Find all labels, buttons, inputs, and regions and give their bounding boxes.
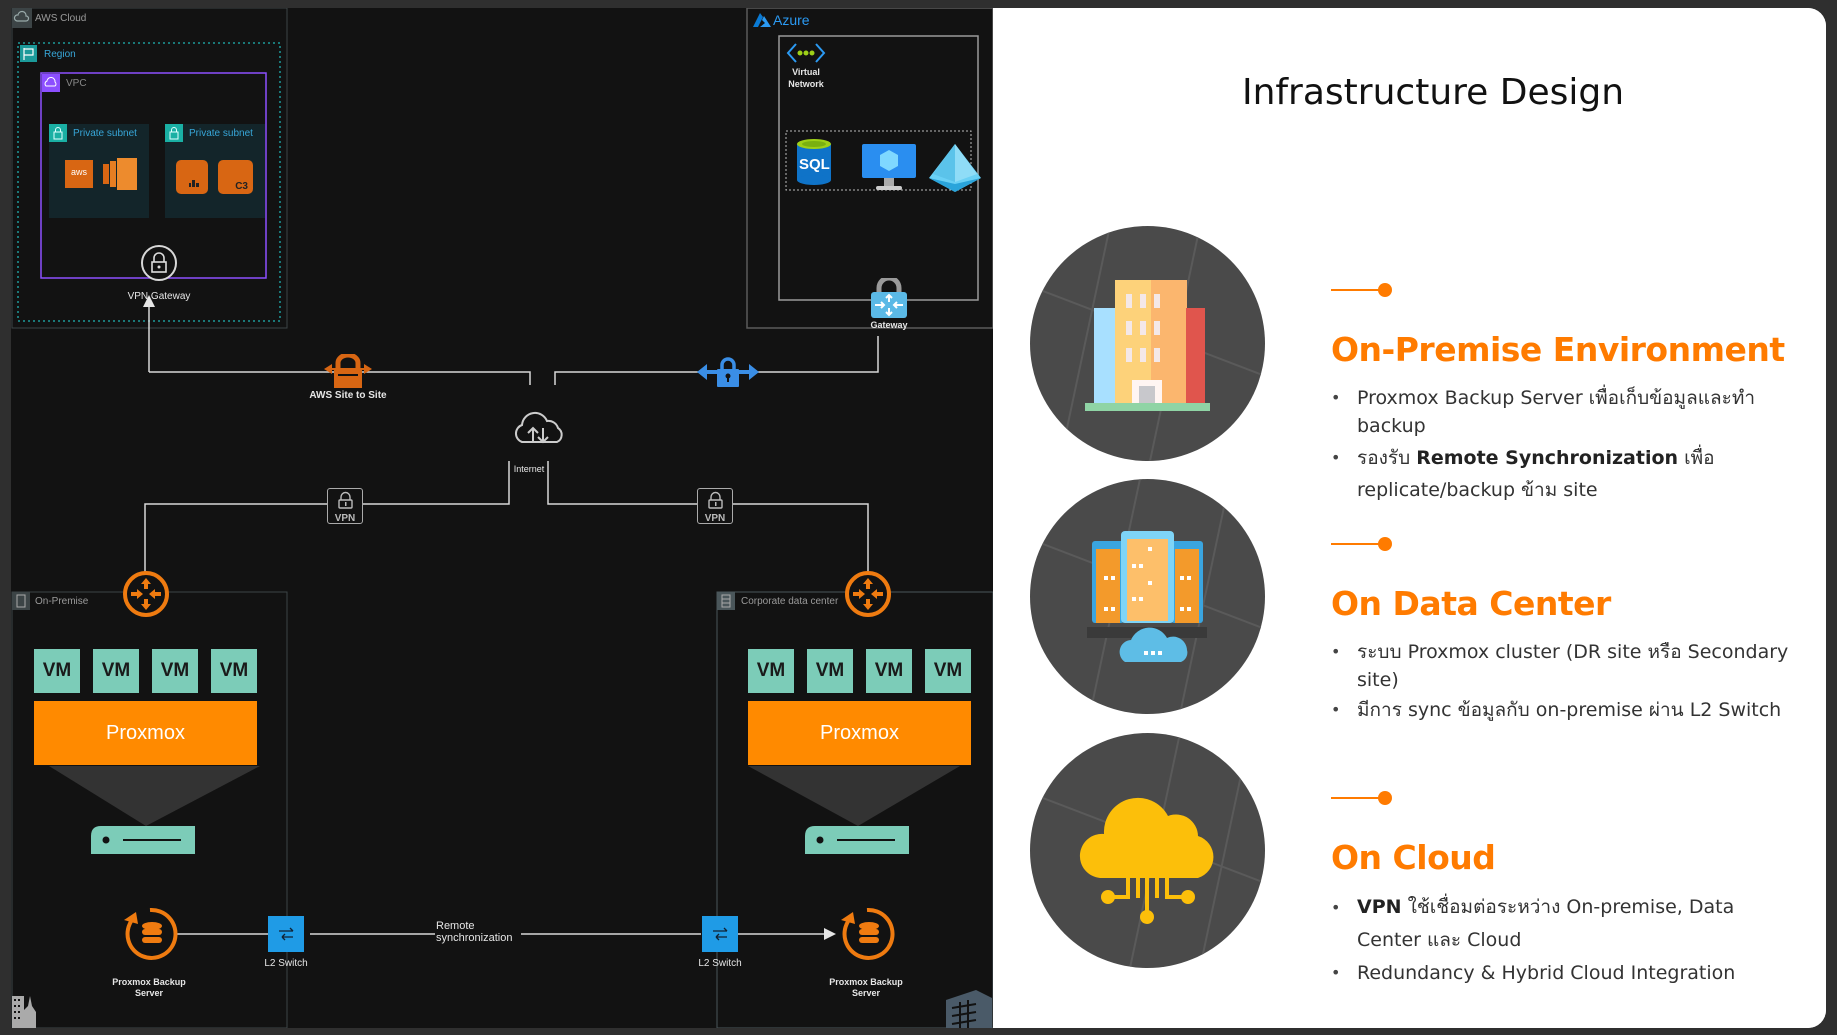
vm-box[interactable]: VM: [748, 649, 794, 693]
private-subnet-label: Private subnet: [189, 128, 253, 139]
region-label: Region: [44, 49, 76, 60]
datacenter-building-icon: [936, 990, 992, 1028]
datacenter-icon: [717, 592, 735, 610]
proxmox-funnel-right: [748, 766, 960, 826]
l2-switch-right-icon[interactable]: [702, 916, 738, 952]
vm-box[interactable]: VM: [152, 649, 198, 693]
ec2-instances-icon: [103, 158, 137, 195]
aws-cloud-icon: [12, 8, 32, 28]
azure-label: Azure: [773, 12, 810, 28]
router-left-icon[interactable]: [123, 571, 169, 617]
vpn-left-icon[interactable]: VPN: [327, 488, 363, 524]
section-accent-line: [1331, 543, 1381, 545]
vpc-label: VPC: [66, 78, 87, 89]
section-icon-circle: [1030, 226, 1265, 461]
vm-box[interactable]: VM: [807, 649, 853, 693]
city-buildings-icon: [12, 996, 38, 1028]
backup-server-right-label: Proxmox Backup Server: [829, 977, 903, 998]
section-bullets: VPN ใช้เชื่อมต่อระหว่าง On-premise, Data…: [1331, 891, 1791, 989]
backup-server-left-label: Proxmox Backup Server: [112, 977, 186, 998]
section-accent-line: [1331, 289, 1381, 291]
section-title: On Data Center: [1331, 584, 1611, 623]
azure-vpn-gateway-icon[interactable]: [868, 275, 910, 325]
aws-logo-icon: aws: [65, 160, 93, 188]
backup-server-left-icon[interactable]: [122, 906, 178, 967]
l2-switch-right-label: L2 Switch: [698, 958, 742, 969]
page-title: Infrastructure Design: [1241, 72, 1625, 113]
subnet-lock-icon: [49, 124, 67, 142]
azure-logo-icon: [752, 12, 772, 33]
section-title: On Cloud: [1331, 838, 1496, 877]
bullet-item: ระบบ Proxmox cluster (DR site หรือ Secon…: [1331, 638, 1801, 694]
vpn-gateway-label: VPN Gateway: [127, 291, 191, 302]
internet-label: Internet: [513, 464, 545, 474]
section-icon-circle: [1030, 479, 1265, 714]
vm-box[interactable]: VM: [211, 649, 257, 693]
vm-box[interactable]: VM: [925, 649, 971, 693]
on-premise-label: On-Premise: [35, 596, 89, 607]
virtual-machine-icon: [862, 144, 918, 199]
sync-label: Remote synchronization: [436, 920, 513, 944]
server-cloud-icon: [1030, 479, 1265, 714]
azure-group: [746, 8, 993, 329]
bullet-item: มีการ sync ข้อมูลกับ on-premise ผ่าน L2 …: [1331, 696, 1801, 724]
slide: AWS Cloud Region VPC Private subnet Priv…: [11, 8, 1826, 1028]
physical-server-icon: [91, 826, 195, 859]
vpc-icon: [42, 74, 60, 92]
router-right-icon[interactable]: [845, 571, 891, 617]
section-title: On-Premise Environment: [1331, 330, 1785, 369]
section-accent-dot: [1378, 791, 1392, 805]
office-building-icon: [1030, 226, 1265, 461]
section-accent-line: [1331, 797, 1381, 799]
azure-active-directory-icon: [927, 144, 983, 199]
bullet-item: รองรับ Remote Synchronization เพื่อ repl…: [1331, 442, 1791, 506]
proxmox-host[interactable]: Proxmox: [34, 701, 257, 765]
aws-site-to-site-line: [149, 371, 531, 385]
region-flag-icon: [20, 45, 37, 62]
architecture-diagram: AWS Cloud Region VPC Private subnet Priv…: [11, 8, 993, 1028]
bullet-item: Redundancy & Hybrid Cloud Integration: [1331, 959, 1791, 987]
vm-box[interactable]: VM: [34, 649, 80, 693]
sql-database-icon: SQL: [795, 138, 833, 191]
backup-server-right-icon[interactable]: [839, 906, 895, 967]
physical-server-icon: [805, 826, 909, 859]
subnet-lock-icon: [165, 124, 183, 142]
proxmox-host[interactable]: Proxmox: [748, 701, 971, 765]
aws-cloud-label: AWS Cloud: [35, 13, 87, 24]
info-panel: Infrastructure Design On-Premise Environ…: [993, 8, 1826, 1028]
l2-switch-left-label: L2 Switch: [264, 958, 308, 969]
datacenter-label: Corporate data center: [741, 596, 839, 607]
virtual-network-icon: [786, 42, 826, 69]
vpn-right-icon[interactable]: VPN: [697, 488, 733, 524]
section-bullets: ระบบ Proxmox cluster (DR site หรือ Secon…: [1331, 638, 1801, 726]
bullet-item: VPN ใช้เชื่อมต่อระหว่าง On-premise, Data…: [1331, 891, 1791, 957]
cloud-network-icon: [1030, 733, 1265, 968]
internet-cloud-icon[interactable]: [510, 410, 568, 451]
aws-site-to-site-icon[interactable]: [324, 352, 372, 395]
diagram-connectors: [11, 8, 993, 1028]
vpn-gateway-icon[interactable]: [141, 245, 177, 281]
bullet-item: Proxmox Backup Server เพื่อเก็บข้อมูลและ…: [1331, 384, 1791, 440]
azure-site-to-site-icon[interactable]: [697, 356, 759, 393]
section-accent-dot: [1378, 283, 1392, 297]
vm-box[interactable]: VM: [93, 649, 139, 693]
section-bullets: Proxmox Backup Server เพื่อเก็บข้อมูลและ…: [1331, 384, 1791, 508]
cloudwatch-icon: [176, 160, 208, 194]
virtual-network-label: Virtual Network: [788, 67, 824, 89]
c3-instance-icon: C3: [218, 160, 253, 194]
vm-box[interactable]: VM: [866, 649, 912, 693]
azure-gateway-label: Gateway: [870, 320, 908, 330]
aws-site-to-site-label: AWS Site to Site: [309, 390, 387, 401]
private-subnet-label: Private subnet: [73, 128, 137, 139]
section-icon-circle: [1030, 733, 1265, 968]
section-accent-dot: [1378, 537, 1392, 551]
l2-switch-left-icon[interactable]: [268, 916, 304, 952]
proxmox-funnel-left: [49, 766, 260, 826]
on-premise-icon: [12, 592, 30, 610]
